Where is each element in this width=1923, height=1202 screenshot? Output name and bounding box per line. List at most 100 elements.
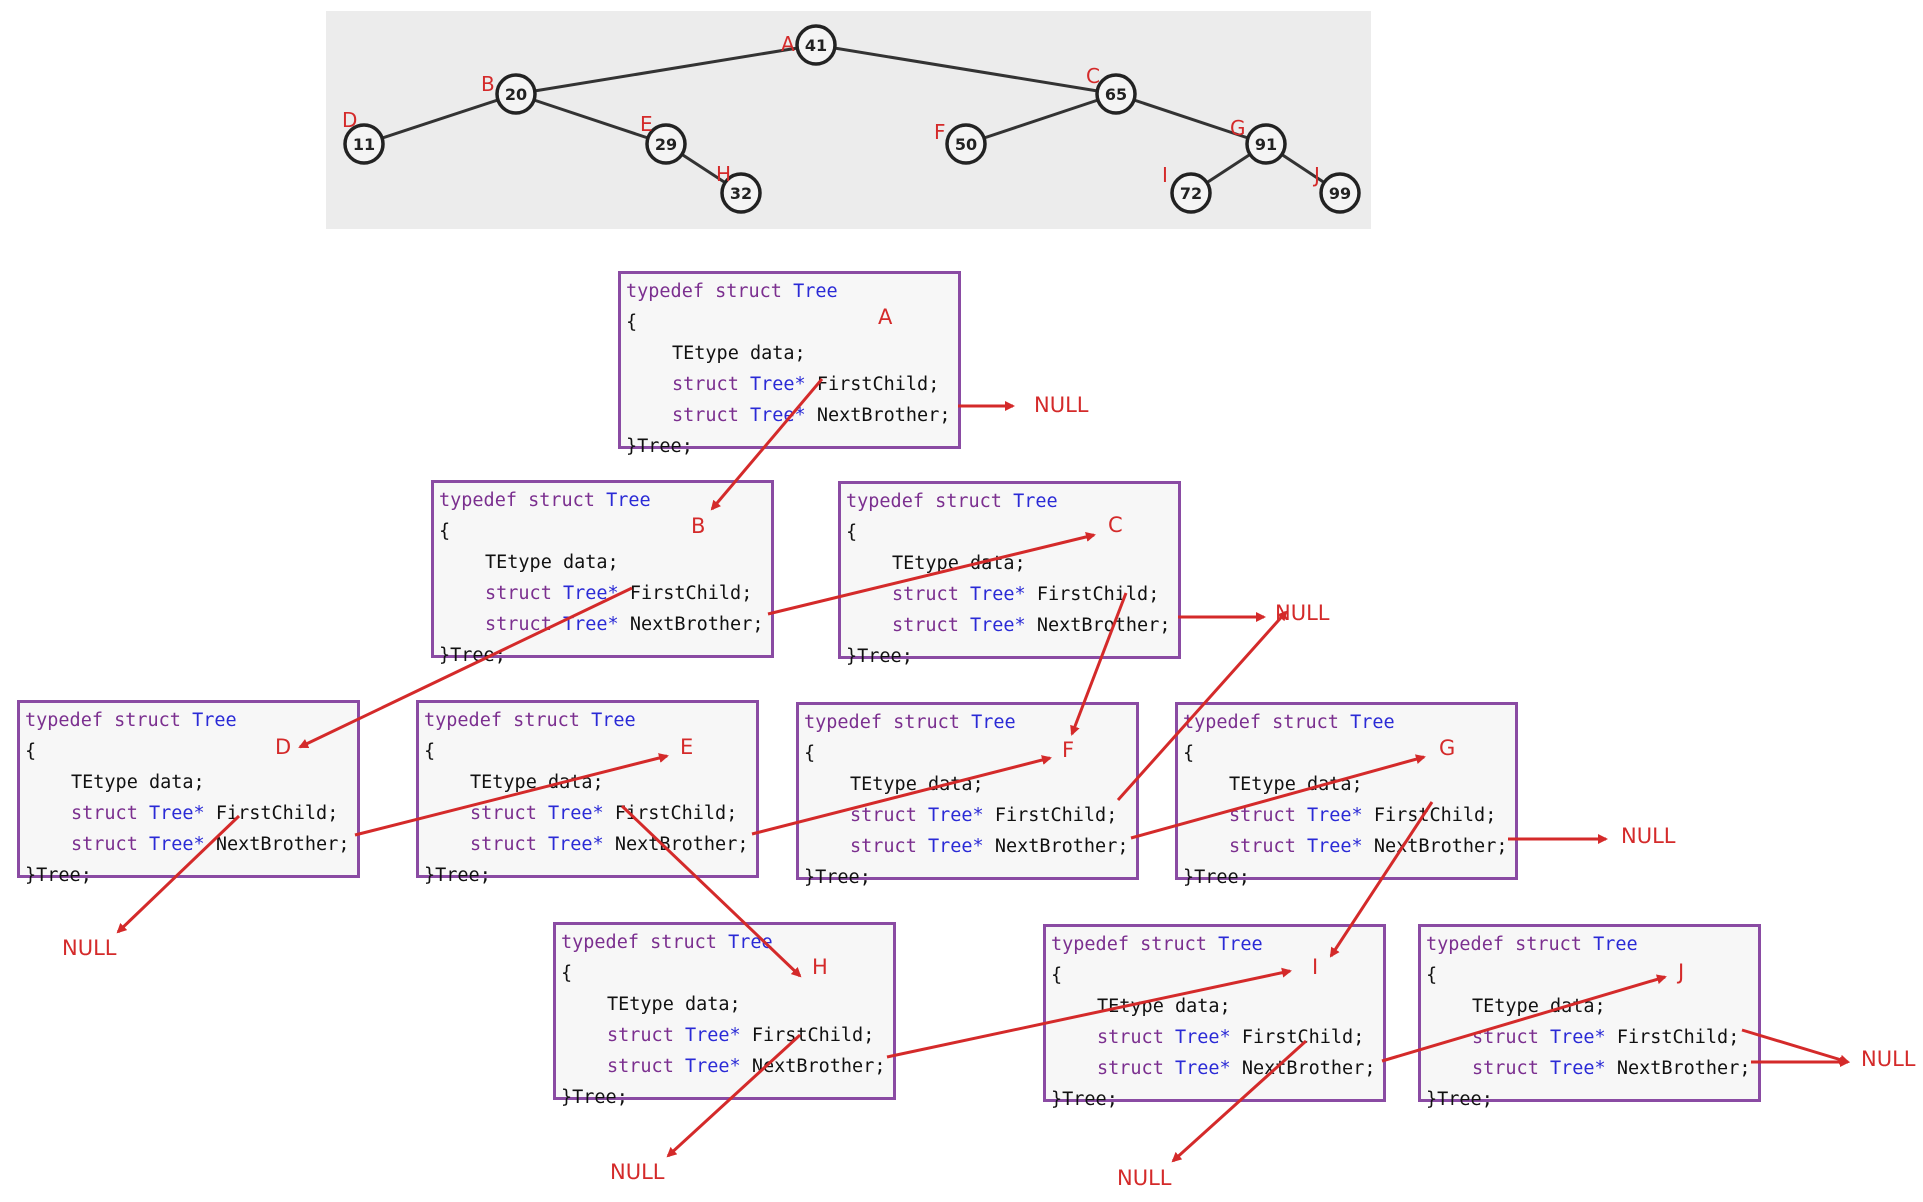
tree-node-d: 11 [343,123,385,165]
open-brace-line: { [424,736,756,767]
tree-node-value: 91 [1255,135,1277,154]
code-token: TEtype data; [892,553,1026,574]
code-token: }Tree; [1051,1089,1118,1110]
code-token: { [804,743,816,764]
code-token: Tree [971,712,1016,733]
struct-header-line: typedef struct Tree [804,707,1136,738]
open-brace-line: { [846,517,1178,548]
tree-edge-c-g [1115,92,1267,146]
code-token: Tree* [547,803,604,824]
box-label-g: G [1439,736,1456,760]
close-line: }Tree; [1426,1084,1758,1115]
tree-node-letter-j: J [1312,163,1320,187]
firstchild-field-line: struct Tree* FirstChild; [561,1020,893,1051]
code-token: typedef struct [626,281,782,302]
close-line: }Tree; [25,860,357,891]
close-line: }Tree; [626,431,958,462]
code-token: NextBrother; [1373,836,1508,857]
tree-node-value: 99 [1329,184,1351,203]
tree-node-letter-f: F [934,120,946,144]
struct-box-j: typedef struct Tree{TEtype data;struct T… [1418,924,1761,1110]
code-token: Tree* [1549,1027,1606,1048]
struct-header-line: typedef struct Tree [1426,929,1758,960]
close-line: }Tree; [846,641,1178,672]
firstchild-field-line: struct Tree* FirstChild; [804,800,1136,831]
code-token: struct [1097,1027,1164,1048]
null-label-g-brother: NULL [1621,824,1676,848]
code-token: Tree* [927,805,984,826]
tree-node-letter-c: C [1086,64,1100,88]
code-token: Tree* [547,834,604,855]
tree-node-c: 65 [1095,73,1137,115]
struct-header-line: typedef struct Tree [626,276,958,307]
nextbrother-field-line: struct Tree* NextBrother; [25,829,357,860]
null-label-j: NULL [1861,1047,1916,1071]
tree-node-letter-h: H [716,162,731,186]
code-token: { [1426,965,1438,986]
code-token: }Tree; [846,646,913,667]
code-token: FirstChild; [751,1025,875,1046]
code-token: Tree* [749,374,806,395]
nextbrother-field-line: struct Tree* NextBrother; [1051,1053,1383,1084]
tree-node-letter-i: I [1162,163,1168,187]
code-token: typedef struct [1183,712,1339,733]
code-token: typedef struct [846,491,1002,512]
nextbrother-field-line: struct Tree* NextBrother; [439,609,771,640]
code-token: Tree [793,281,838,302]
nextbrother-field-line: struct Tree* NextBrother; [626,400,958,431]
tree-node-j: 99 [1319,172,1361,214]
close-line: }Tree; [424,860,756,891]
firstchild-field-line: struct Tree* FirstChild; [1426,1022,1758,1053]
code-token: Tree [728,932,773,953]
null-label-d-child: NULL [62,936,117,960]
tree-node-i: 72 [1170,172,1212,214]
nextbrother-field-line: struct Tree* NextBrother; [846,610,1178,641]
code-token: { [439,521,451,542]
tree-node-value: 32 [730,184,752,203]
code-token: }Tree; [804,867,871,888]
close-line: }Tree; [1183,862,1515,893]
data-field-line: TEtype data; [439,547,771,578]
tree-node-letter-a: A [781,32,795,56]
firstchild-field-line: struct Tree* FirstChild; [626,369,958,400]
tree-node-letter-b: B [481,72,495,96]
close-line: }Tree; [561,1082,893,1113]
struct-header-line: typedef struct Tree [561,927,893,958]
tree-node-a: 41 [795,24,837,66]
data-field-line: TEtype data; [424,767,756,798]
code-token: { [1051,965,1063,986]
null-label-a-brother: NULL [1034,393,1089,417]
firstchild-field-line: struct Tree* FirstChild; [1051,1022,1383,1053]
code-token: struct [672,374,739,395]
struct-header-line: typedef struct Tree [424,705,756,736]
code-token: { [1183,743,1195,764]
code-token: struct [1229,836,1296,857]
code-token: struct [607,1056,674,1077]
code-token: Tree* [1306,836,1363,857]
nextbrother-field-line: struct Tree* NextBrother; [561,1051,893,1082]
code-token: Tree [1350,712,1395,733]
code-token: NextBrother; [751,1056,886,1077]
code-token: struct [607,1025,674,1046]
code-token: struct [672,405,739,426]
code-token: }Tree; [1183,867,1250,888]
data-field-line: TEtype data; [626,338,958,369]
box-label-h: H [812,955,828,979]
code-token: struct [470,834,537,855]
code-token: typedef struct [1051,934,1207,955]
code-token: { [846,522,858,543]
firstchild-field-line: struct Tree* FirstChild; [846,579,1178,610]
open-brace-line: { [561,958,893,989]
data-field-line: TEtype data; [1051,991,1383,1022]
firstchild-field-line: struct Tree* FirstChild; [25,798,357,829]
code-token: Tree* [684,1025,741,1046]
tree-edge-a-c [815,43,1117,96]
code-token: { [626,312,638,333]
code-token: TEtype data; [607,994,741,1015]
code-token: }Tree; [561,1087,628,1108]
code-token: Tree [192,710,237,731]
firstchild-field-line: struct Tree* FirstChild; [439,578,771,609]
struct-box-d: typedef struct Tree{TEtype data;struct T… [17,700,360,886]
code-token: TEtype data; [1229,774,1363,795]
code-token: struct [485,583,552,604]
